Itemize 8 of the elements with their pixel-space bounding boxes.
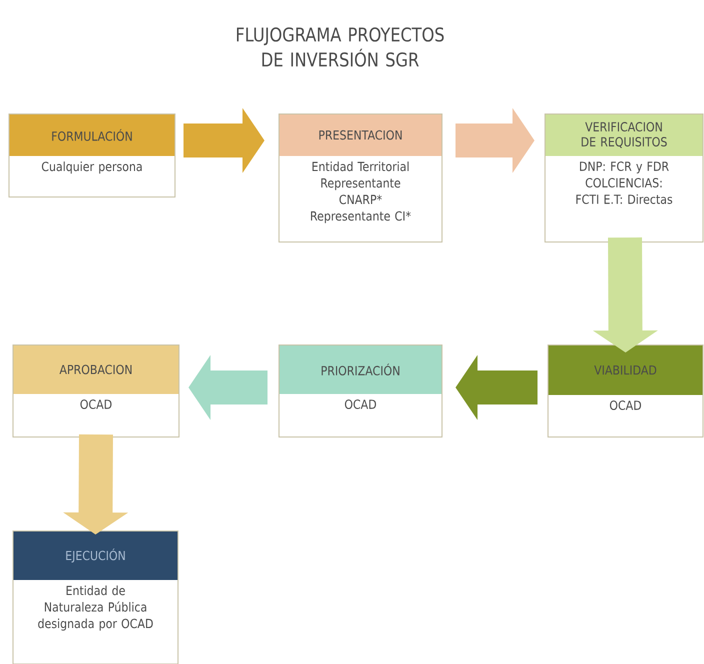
process-box: PRIORIZACIÓN OCAD [278, 344, 442, 438]
process-box: APROBACION OCAD [12, 344, 180, 438]
title: FLUJOGRAMA PROYECTOS DE INVERSIÓN SGR [237, 27, 444, 67]
process-box: VIABILIDAD OCAD [548, 344, 704, 438]
process-box: VERIFICACION DE REQUISITOS DNP: FCR y FDR COLCIENCIAS: FCTI E.T: Directas [544, 114, 704, 242]
process-box: FORMULACIÓN Cualquier persona [8, 114, 176, 198]
process-box: EJECUCIÓN Entidad de Naturaleza Pública designada por OCAD [12, 530, 178, 664]
process-box: PRESENTACION Entidad Territorial Representante CNARP* Representante CI* [278, 114, 442, 242]
